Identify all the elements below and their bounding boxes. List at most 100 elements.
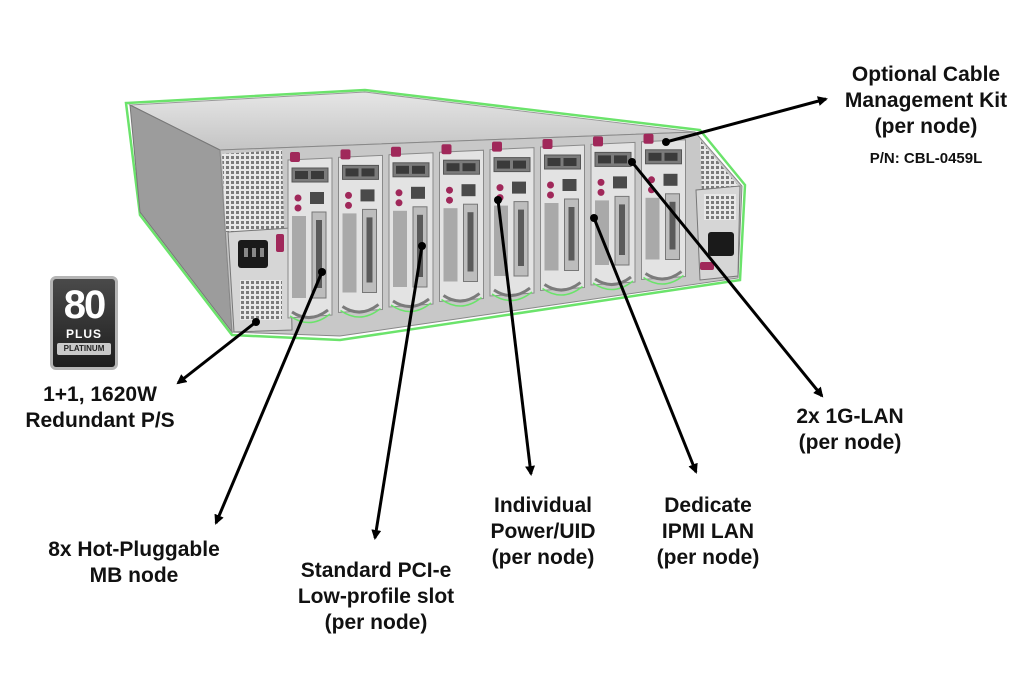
lan-port [295,171,308,179]
node-handle [593,136,603,147]
label-line: 8x Hot-Pluggable [48,538,220,561]
node-handle [542,139,553,149]
lan-port [361,168,375,177]
ipmi-port [663,173,678,186]
part-number: P/N: CBL-0459L [869,150,983,167]
label-line: 1+1, 1620W [43,383,157,406]
node-outline [441,296,482,307]
label-line: Redundant P/S [25,409,175,432]
psu-left [227,227,293,333]
node-outline [491,291,533,302]
label-line: (per node) [324,611,428,634]
node-pull-tab [291,308,329,319]
pcie-slot-vent [568,207,575,261]
node-outline [340,307,381,318]
ipmi-port [411,186,425,199]
80-plus-platinum-logo: 80 PLUS PLATINUM [50,276,118,370]
lan-port [462,163,476,172]
node-outline [289,313,331,324]
node-rail [292,216,306,298]
callout-dots [252,138,670,326]
arrow-mb-node [214,271,324,525]
lan-port [547,158,561,166]
node-rail [544,203,559,271]
node-outline [542,285,583,296]
lan-port [513,160,526,169]
lan-port [446,163,460,172]
node-handle [290,152,300,162]
lan-port [648,152,662,161]
power-uid-button [345,191,352,199]
power-socket [708,232,734,256]
badge-number: 80 [63,283,107,327]
label-line: (per node) [491,546,595,569]
label-line: Individual [493,494,592,517]
arrow-ipmi [592,217,698,474]
pcie-slot-vent [619,204,625,255]
label-line: Optional Cable [851,63,1001,86]
node-rail [645,197,660,260]
label-cable-kit: Optional Cable Management Kit (per node)… [818,62,1027,168]
node-handle [340,149,351,160]
pcie-slot-vent [518,209,524,266]
lan-port [345,168,359,177]
psu-handle [276,234,284,252]
label-line: Standard PCI-e [300,559,452,582]
power-uid-button [496,184,504,192]
badge-plus: PLUS [65,327,102,341]
psu-handle [700,262,714,270]
lan-port [664,152,678,161]
badge-tier: PLATINUM [57,343,111,355]
power-uid-button [446,186,453,194]
node-pull-tab [644,270,683,281]
pcie-slot-vent [467,212,474,272]
label-line: Dedicate [664,494,752,517]
ipmi-port [360,189,375,202]
node-pull-tab [442,292,481,303]
label-line: MB node [89,564,179,587]
arrow-lan [630,161,824,398]
node-rail [393,210,407,287]
node-handle [441,144,452,155]
psu-fan-grille [240,280,282,320]
arrow-cable-kit [665,96,828,144]
pcie-slot-vent [669,201,676,250]
pcie-slot-vent [366,217,373,283]
label-psu: 1+1, 1620W Redundant P/S [6,382,194,434]
lan-port [412,165,425,174]
power-uid-button [395,199,403,207]
label-power-uid: Individual Power/UID (per node) [470,493,616,571]
power-uid-button [597,188,605,196]
lan-port [396,165,409,174]
node-rail [443,208,458,282]
node-pull-tab [493,286,531,297]
label-line: (per node) [656,546,760,569]
pcie-slot-vent [316,220,322,288]
arrow-pcie [371,245,424,540]
label-mb-node: 8x Hot-Pluggable MB node [26,537,242,589]
node-handle [643,133,654,144]
node-rail [342,213,357,293]
lan-port [598,155,611,164]
node-handle [391,146,401,157]
label-line: 2x 1G-LAN [796,405,904,428]
rear-vent-left [222,150,284,232]
lan-port [614,155,627,164]
power-uid-button [547,181,554,189]
power-uid-button [547,191,554,199]
power-uid-button [395,189,403,197]
ipmi-port [613,176,627,189]
lan-port [497,160,510,169]
label-line: (per node) [874,115,978,138]
power-uid-button [345,201,352,209]
label-line: Power/UID [490,520,596,543]
label-line: Low-profile slot [297,585,455,608]
node-outline [592,280,634,291]
node-rail [595,200,609,265]
ipmi-port [512,181,526,194]
arrow-power-uid [496,199,536,476]
power-uid-button [294,194,302,202]
ipmi-port [461,184,476,197]
